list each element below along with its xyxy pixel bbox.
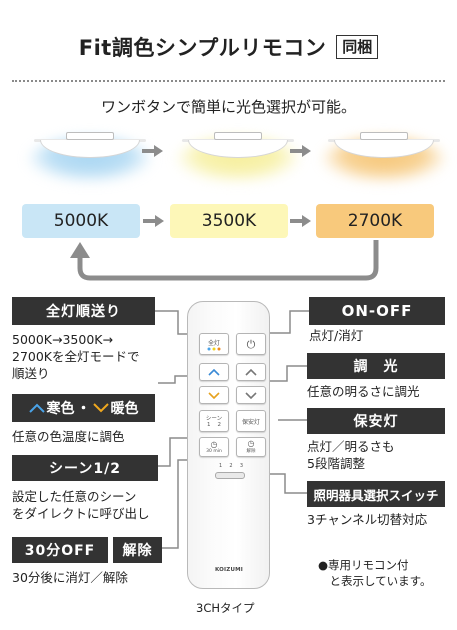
- arrow-right-icon: [290, 215, 311, 227]
- clock-icon: ◷: [210, 439, 218, 449]
- chevron-down-icon: [208, 391, 220, 399]
- temp-2700k: 2700K: [316, 204, 434, 238]
- remote-scene-button[interactable]: シーン 1 2: [199, 410, 229, 432]
- desc-color: 任意の色温度に調色: [12, 429, 125, 444]
- desc-timer: 30分後に消灯／解除: [12, 570, 128, 585]
- lamp-neutral-illustration: [176, 132, 300, 182]
- note: ●専用リモコン付 と表示しています。: [318, 558, 432, 588]
- dotted-divider: [12, 80, 445, 82]
- label-cool: 寒色: [46, 401, 75, 417]
- desc-on-off: 点灯/消灯: [309, 328, 364, 343]
- clock-icon: ◷: [247, 439, 255, 448]
- label-dimming: 調 光: [307, 353, 445, 379]
- desc-scene: 設定した任意のシーン をダイレクトに呼び出し: [12, 489, 150, 521]
- channel-numbers: 1 2 3: [219, 463, 243, 469]
- color-dots-icon: [207, 347, 221, 350]
- chevron-down-icon: [245, 391, 257, 399]
- desc-security: 点灯／明るさも 5段階調整: [307, 439, 395, 471]
- remote-cancel-button[interactable]: ◷ 解除: [236, 437, 266, 457]
- arrow-right-icon: [143, 215, 164, 227]
- remote-scene-label: シーン: [205, 416, 223, 422]
- desc-switch: 3チャンネル切替対応: [307, 512, 428, 527]
- temp-3500k: 3500K: [170, 204, 288, 238]
- channel-1: 1: [219, 463, 223, 469]
- subtitle: ワンボタンで簡単に光色選択が可能。: [100, 98, 356, 116]
- channel-select-switch[interactable]: [215, 472, 245, 479]
- remote-dim-down-button[interactable]: [236, 386, 266, 404]
- remote-dim-up-button[interactable]: [236, 363, 266, 381]
- label-switch: 照明器具選択スイッチ: [307, 481, 445, 507]
- remote-cool-up-button[interactable]: [199, 363, 229, 381]
- remote-cancel-label: 解除: [246, 449, 256, 454]
- temp-5000k: 5000K: [22, 204, 140, 238]
- remote-timer-label: 30 min: [206, 448, 222, 454]
- label-dot: ・: [76, 401, 91, 417]
- label-scene: シーン1/2: [12, 455, 158, 481]
- brand-logo: KOIZUMI: [214, 567, 244, 573]
- arrow-right-icon: [142, 145, 163, 157]
- lamp-cool-illustration: [28, 132, 152, 182]
- remote-all-light-button[interactable]: 全灯: [199, 333, 229, 355]
- desc-dimming: 任意の明るさに調光: [307, 384, 420, 399]
- chevron-up-icon: [245, 368, 257, 376]
- remote-security-button[interactable]: 保安灯: [236, 410, 266, 432]
- arrow-right-icon: [290, 145, 311, 157]
- label-cancel: 解除: [113, 537, 162, 563]
- label-cool-warm: 寒色 ・ 暖色: [12, 394, 155, 422]
- included-badge: 同梱: [336, 35, 379, 59]
- remote-timer-button[interactable]: ◷ 30 min: [199, 437, 229, 457]
- label-timer: 30分OFF: [12, 537, 108, 563]
- page-title: Fit調色シンプルリモコン: [78, 36, 327, 60]
- title-row: Fit調色シンプルリモコン 同梱: [0, 30, 457, 64]
- power-icon: ⏻: [246, 337, 256, 351]
- label-warm: 暖色: [110, 401, 139, 417]
- remote-power-button[interactable]: ⏻: [236, 333, 266, 355]
- chevron-up-icon: [208, 368, 220, 376]
- caption: 3CHタイプ: [196, 601, 255, 615]
- cycle-return-arrow-icon: [70, 240, 379, 281]
- remote-all-label: 全灯: [207, 339, 220, 347]
- channel-2: 2: [229, 463, 233, 469]
- desc-all-light-cycle: 5000K→3500K→ 2700Kを全灯モードで 順送り: [12, 332, 140, 381]
- remote-security-label: 保安灯: [241, 418, 260, 426]
- remote-warm-down-button[interactable]: [199, 386, 229, 404]
- chevron-up-cool-icon: [28, 403, 45, 413]
- label-security: 保安灯: [307, 408, 445, 434]
- lamp-warm-illustration: [322, 132, 446, 182]
- chevron-down-warm-icon: [92, 403, 109, 413]
- channel-3: 3: [239, 463, 243, 469]
- label-all-light-cycle: 全灯順送り: [12, 297, 155, 325]
- remote-scene-nums: 1 2: [207, 422, 221, 428]
- label-on-off: ON-OFF: [309, 297, 445, 325]
